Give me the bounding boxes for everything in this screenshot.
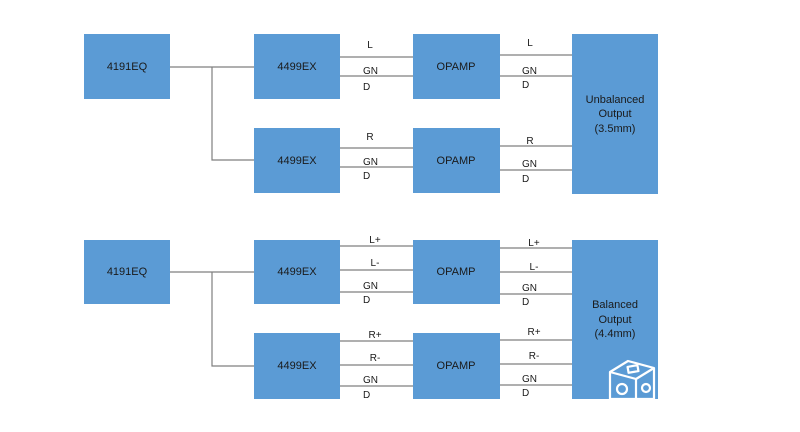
signal-label: D — [522, 80, 529, 91]
ex-block — [254, 240, 340, 304]
signal-label: GN — [363, 157, 378, 168]
signal-label: GN — [522, 374, 537, 385]
signal-label: L — [367, 40, 373, 51]
output-label-line: (3.5mm) — [595, 123, 636, 135]
cube-logo-icon — [608, 359, 656, 401]
ex-label: 4499EX — [277, 155, 317, 167]
signal-label: D — [522, 388, 529, 399]
signal-label: L+ — [528, 238, 540, 249]
signal-label: R+ — [527, 327, 540, 338]
output-label-line: Unbalanced — [586, 94, 645, 106]
signal-label: L- — [371, 258, 380, 269]
output-label-line: (4.4mm) — [595, 328, 636, 340]
ex-label: 4499EX — [277, 360, 317, 372]
eq-block — [84, 240, 170, 304]
signal-label: GN — [522, 159, 537, 170]
signal-label: GN — [363, 281, 378, 292]
output-label-line: Output — [598, 314, 631, 326]
ex-block — [254, 34, 340, 99]
signal-label: GN — [522, 66, 537, 77]
opamp-label: OPAMP — [437, 266, 476, 278]
wire-eq-to-ex2 — [211, 67, 254, 161]
signal-label: D — [363, 390, 370, 401]
eq-block — [84, 34, 170, 99]
signal-label: L- — [530, 262, 539, 273]
signal-label: GN — [363, 375, 378, 386]
signal-label: R — [366, 132, 373, 143]
balanced-section: 4191EQ 4499EX 4499EX OPAMP OPAMP Balance… — [84, 235, 658, 401]
signal-label: L+ — [369, 235, 381, 246]
opamp-block — [413, 128, 500, 193]
opamp-label: OPAMP — [437, 61, 476, 73]
wire-eq-to-ex2 — [211, 272, 254, 367]
signal-label: R- — [529, 351, 540, 362]
ex-label: 4499EX — [277, 61, 317, 73]
output-block — [572, 34, 658, 194]
output-label-line: Output — [598, 108, 631, 120]
ex-block — [254, 128, 340, 193]
output-label-line: Balanced — [592, 299, 638, 311]
signal-label: D — [522, 174, 529, 185]
signal-label: D — [363, 295, 370, 306]
eq-label: 4191EQ — [107, 266, 148, 278]
signal-label: R+ — [368, 330, 381, 341]
signal-label: R- — [370, 353, 381, 364]
signal-label: R — [526, 136, 533, 147]
opamp-block — [413, 34, 500, 99]
ex-label: 4499EX — [277, 266, 317, 278]
signal-label: D — [363, 171, 370, 182]
signal-label: D — [363, 82, 370, 93]
opamp-block — [413, 333, 500, 399]
opamp-label: OPAMP — [437, 360, 476, 372]
opamp-label: OPAMP — [437, 155, 476, 167]
eq-label: 4191EQ — [107, 61, 148, 73]
signal-label: GN — [522, 283, 537, 294]
opamp-block — [413, 240, 500, 304]
ex-block — [254, 333, 340, 399]
signal-label: D — [522, 297, 529, 308]
signal-label: GN — [363, 66, 378, 77]
unbalanced-section: 4191EQ 4499EX 4499EX OPAMP OPAMP Unbalan… — [84, 34, 658, 194]
signal-label: L — [527, 38, 533, 49]
